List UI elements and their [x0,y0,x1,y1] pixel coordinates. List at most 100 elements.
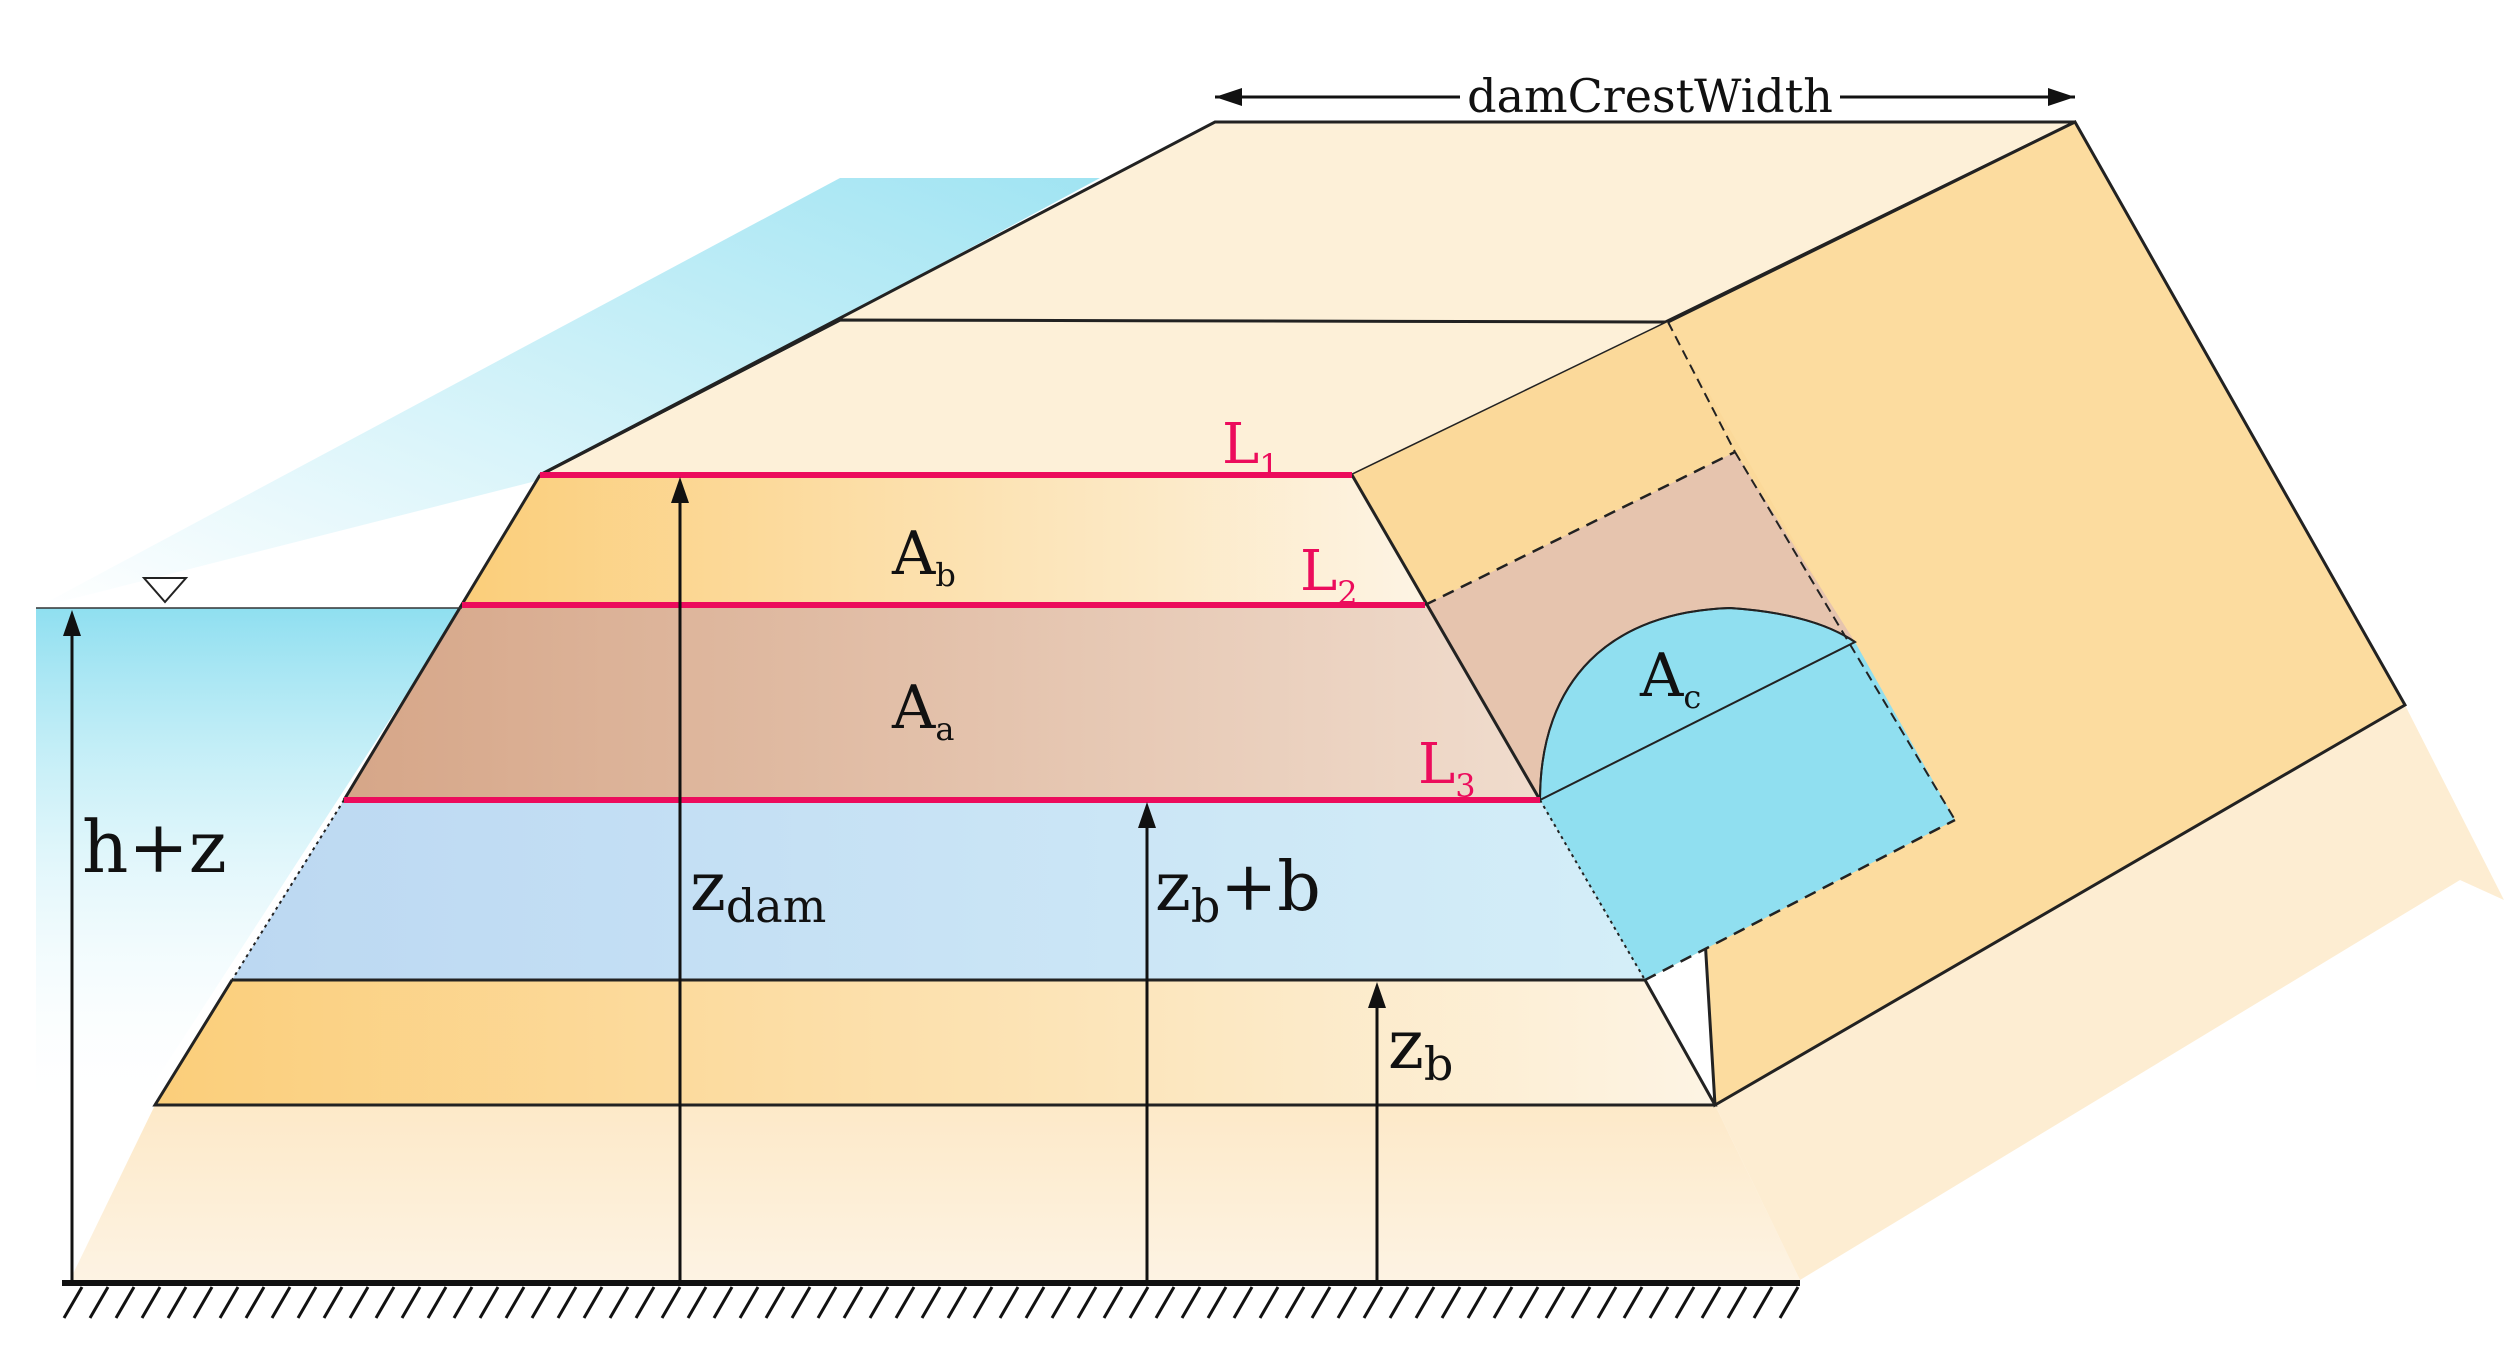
dam-front-outline-right [1350,474,1542,801]
hatch-mark [88,1286,110,1319]
hatch-mark [270,1286,292,1319]
arrow-hz [63,610,81,1283]
hatch-mark [1700,1286,1722,1319]
label-zb-plus-b: zb+b [1155,848,1321,933]
hatch-mark [1596,1286,1618,1319]
label-Ac: Ac [1639,641,1701,716]
hatch-mark [1102,1286,1124,1319]
hatch-mark [1726,1286,1748,1319]
hatch-mark [1414,1286,1436,1319]
hatch-mark [62,1286,84,1319]
hatch-mark [400,1286,422,1319]
hatch-mark [530,1286,552,1319]
label-L3: L3 [1418,732,1476,805]
layer-base [155,980,1715,1105]
hatch-mark [1206,1286,1228,1319]
reservoir-back-surface [36,178,1100,608]
reservoir-water [36,608,462,1105]
hatch-mark [1778,1286,1800,1319]
hatch-mark [1674,1286,1696,1319]
hatch-mark [1570,1286,1592,1319]
hatch-mark [764,1286,786,1319]
hatch-mark [1648,1286,1670,1319]
layer-breach-zone [232,800,1645,980]
label-L1: L1 [1222,412,1280,485]
hatch-mark [1336,1286,1358,1319]
hatch-mark [504,1286,526,1319]
hatch-mark [452,1286,474,1319]
hatch-mark [1076,1286,1098,1319]
hatch-mark [1154,1286,1176,1319]
hatch-mark [1440,1286,1462,1319]
hatch-mark [244,1286,266,1319]
hatch-mark [140,1286,162,1319]
breach-dash-bottom [1644,818,1956,982]
label-zb: zb [1388,1006,1453,1091]
hatch-mark [582,1286,604,1319]
hatch-mark [348,1286,370,1319]
dam-foundation [70,1105,1800,1280]
hatch-mark [660,1286,682,1319]
hatch-mark [1310,1286,1332,1319]
hatch-mark [1466,1286,1488,1319]
label-hz: h+z [82,805,227,889]
hatch-mark [1024,1286,1046,1319]
hatch-mark [374,1286,396,1319]
breach-chord [1539,641,1856,801]
hatch-mark [556,1286,578,1319]
hatch-mark [1128,1286,1150,1319]
hatch-mark [998,1286,1020,1319]
hatch-mark [1544,1286,1566,1319]
dam-crest-front-edge [539,318,841,477]
dam-front-outline-base [152,978,1718,1107]
layer-aa [344,605,1540,800]
hatch-mark [920,1286,942,1319]
hatch-mark [322,1286,344,1319]
label-zdam: zdam [690,848,826,933]
crest-width-label: damCrestWidth [1467,69,1833,123]
hatch-mark [868,1286,890,1319]
hatch-mark [712,1286,734,1319]
label-L2: L2 [1300,539,1358,612]
hatch-mark [1492,1286,1514,1319]
hatch-mark [738,1286,760,1319]
downstream-ground [1715,705,2504,1280]
hatch-mark [218,1286,240,1319]
arrow-zdam [671,477,689,1283]
hatch-mark [1180,1286,1202,1319]
breach-section-lower [1540,642,1955,980]
hatch-mark [790,1286,812,1319]
hatch-mark [1258,1286,1280,1319]
hatch-mark [166,1286,188,1319]
hatch-mark [946,1286,968,1319]
arrow-zb-plus-b [1138,802,1156,1283]
hatch-mark [1388,1286,1410,1319]
water-level-triangle-icon [141,577,189,604]
hatch-mark [1050,1286,1072,1319]
hatch-mark [114,1286,136,1319]
hatch-mark [1284,1286,1306,1319]
label-Ab: Ab [891,519,956,594]
ground-hatch-icon [62,1286,1800,1319]
hatch-mark [894,1286,916,1319]
hatch-mark [686,1286,708,1319]
breach-dash-top [1424,450,1736,607]
hatch-mark [1518,1286,1540,1319]
hatch-mark [1622,1286,1644,1319]
breach-dash-inner [1667,321,1736,453]
hatch-mark [426,1286,448,1319]
hatch-mark [192,1286,214,1319]
hatch-mark [296,1286,318,1319]
hatch-mark [634,1286,656,1319]
hatch-mark [842,1286,864,1319]
hatch-mark [1752,1286,1774,1319]
breach-dash-right [1734,451,1956,821]
hatch-mark [1232,1286,1254,1319]
hatch-mark [608,1286,630,1319]
layer-ab [462,475,1425,605]
hatch-mark [478,1286,500,1319]
crest-width-dimension [1215,88,2075,106]
hatch-mark [1362,1286,1384,1319]
arrow-zb [1368,982,1386,1283]
